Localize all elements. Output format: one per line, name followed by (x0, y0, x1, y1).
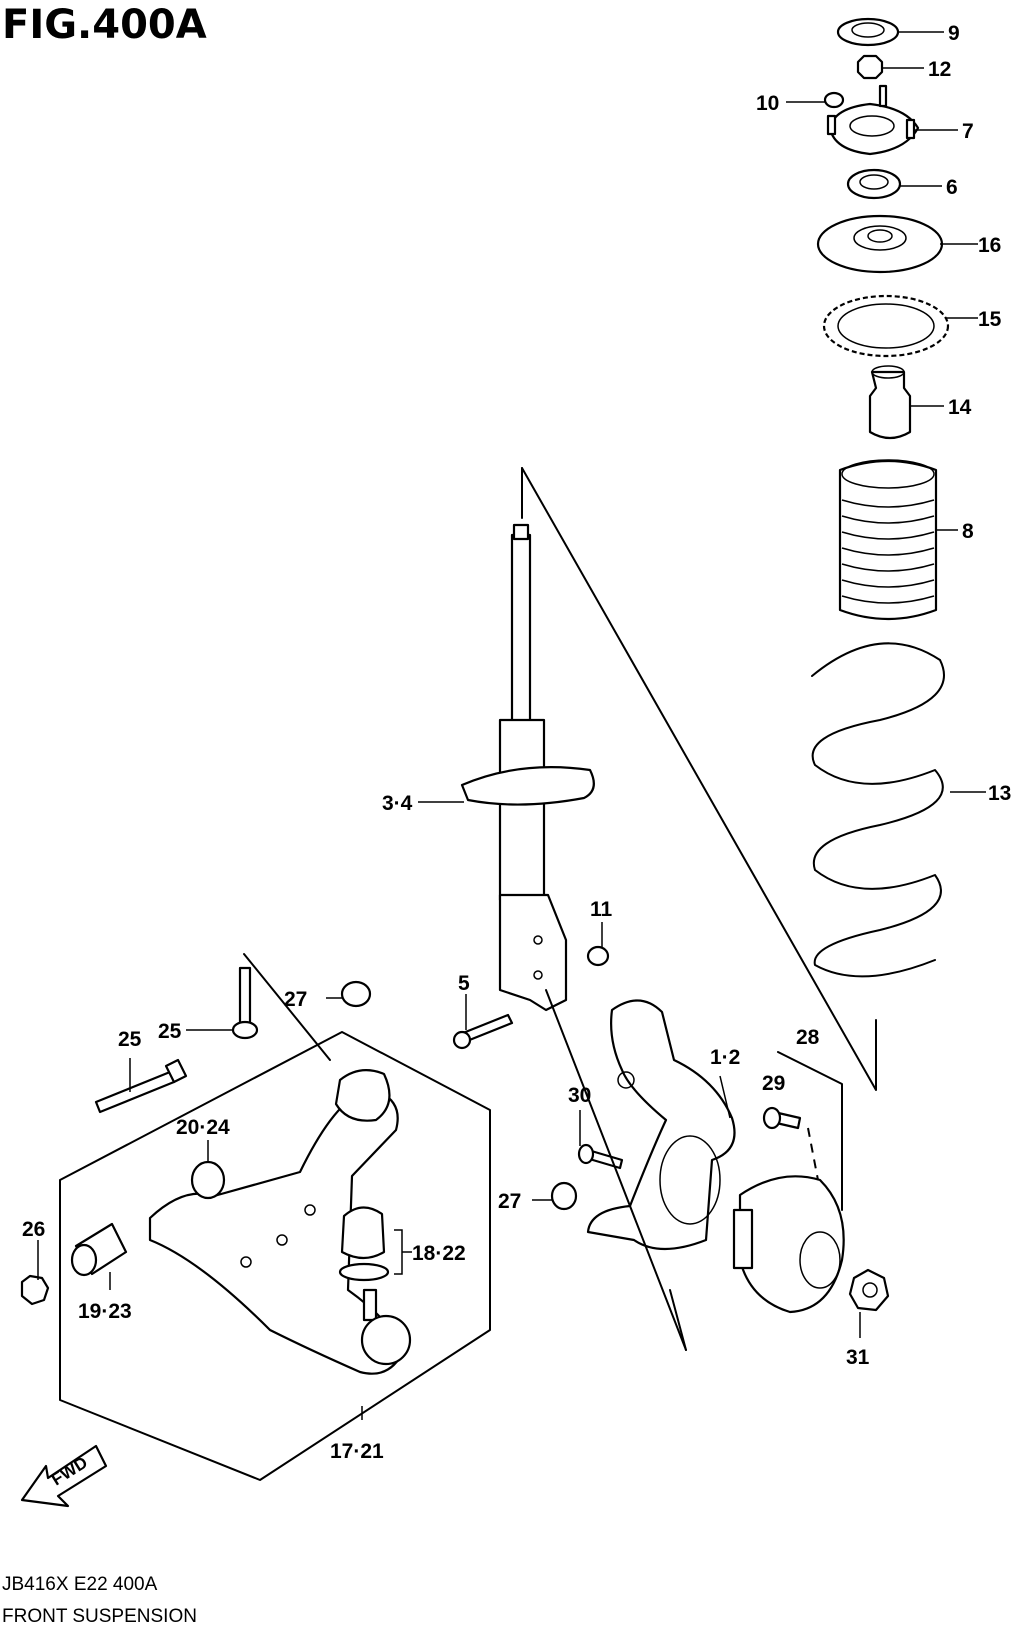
shock-absorber-strut (460, 523, 595, 1012)
callout-7: 7 (962, 120, 974, 143)
callout-8: 8 (962, 520, 974, 543)
spring-upper-seat (816, 214, 944, 274)
figure-title: FIG.400A (2, 2, 207, 48)
callout-12: 12 (928, 58, 951, 81)
coil-spring (811, 642, 945, 978)
lower-arm-nut-top (340, 980, 372, 1008)
lower-arm-bushing-rear (70, 1222, 128, 1277)
hub-nut (848, 1268, 890, 1312)
callout-25-right: 25 (158, 1020, 182, 1043)
callout-5: 5 (458, 972, 470, 995)
knuckle-group-frame (545, 989, 687, 1351)
callout-30: 30 (568, 1084, 591, 1107)
lower-arm-group-frame (59, 953, 491, 1481)
leader-lines (37, 31, 986, 1420)
knuckle-bolt (577, 1143, 624, 1170)
mount-nut-small (823, 91, 845, 109)
callout-29: 29 (762, 1072, 785, 1095)
figure-code: JB416X E22 400A (2, 1574, 158, 1595)
strut-mount-cap (836, 17, 900, 47)
callout-3-4: 3·4 (382, 792, 413, 815)
callout-1-2: 1·2 (710, 1046, 740, 1069)
lower-arm-nut-side (20, 1274, 50, 1306)
ball-joint (338, 1206, 412, 1366)
wheel-hub (732, 1175, 845, 1314)
callout-17-21: 17·21 (330, 1440, 384, 1463)
callout-14: 14 (948, 396, 972, 419)
callout-11: 11 (590, 898, 613, 921)
lower-control-arm (148, 1069, 406, 1375)
knuckle-nut (550, 1181, 578, 1211)
lower-arm-bolt-vertical (231, 966, 259, 1040)
callout-28: 28 (796, 1026, 820, 1049)
hub-group-frame (777, 1051, 843, 1211)
callout-26: 26 (22, 1218, 45, 1241)
lower-arm-bolt-long (94, 1058, 188, 1114)
strut-dust-boot (838, 459, 938, 621)
strut-bracket-bolt (452, 1013, 514, 1050)
callout-18-22: 18·22 (412, 1242, 466, 1265)
lower-arm-bushing-front (190, 1160, 226, 1200)
callout-6: 6 (946, 176, 958, 199)
fwd-arrow-icon: FWD (20, 1444, 108, 1508)
callout-9: 9 (948, 22, 960, 45)
strut-upper-mount (826, 84, 920, 156)
callout-19-23: 19·23 (78, 1300, 132, 1323)
callout-25-left: 25 (118, 1028, 142, 1051)
spring-upper-seat-insulator (822, 294, 950, 358)
callout-27-bottom: 27 (498, 1190, 521, 1213)
callout-15: 15 (978, 308, 1002, 331)
callout-16: 16 (978, 234, 1001, 257)
hub-bolt (762, 1106, 802, 1130)
figure-caption: FRONT SUSPENSION (2, 1606, 197, 1627)
strut-bearing (846, 168, 902, 200)
steering-knuckle (586, 999, 736, 1250)
callout-27-top: 27 (284, 988, 307, 1011)
callout-20-24: 20·24 (176, 1116, 230, 1139)
mount-nut (856, 54, 884, 80)
callout-31: 31 (846, 1346, 870, 1369)
bump-stopper (868, 365, 912, 440)
callout-13: 13 (988, 782, 1011, 805)
strut-bracket-nut (586, 945, 610, 967)
callout-10: 10 (756, 92, 779, 115)
strut-group-frame (521, 467, 877, 1091)
